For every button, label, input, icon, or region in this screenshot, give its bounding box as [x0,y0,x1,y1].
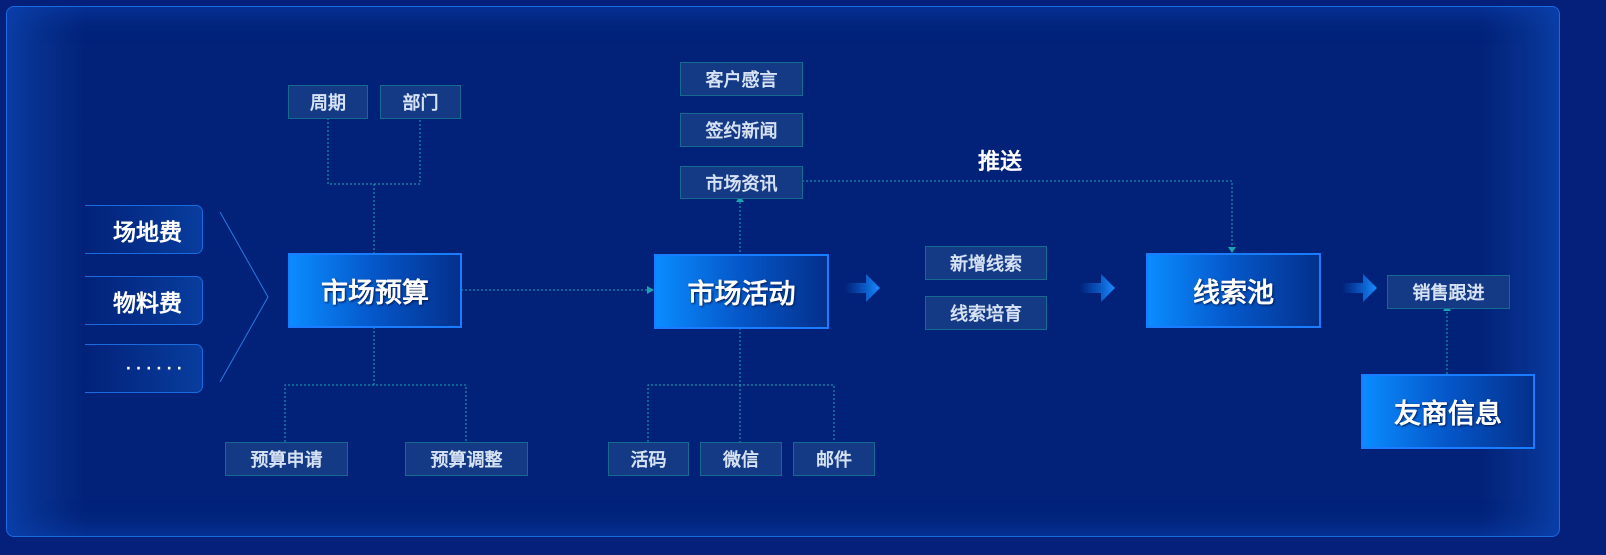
node-department: 部门 [380,85,461,119]
arrow-icon [1342,274,1377,302]
node-wechat: 微信 [700,442,782,476]
push-label: 推送 [978,150,1023,175]
node-market-news: 市场资讯 [680,166,803,199]
connector-activity-bottom [647,384,835,442]
node-new-leads: 新增线索 [925,246,1047,280]
node-market-activity: 市场活动 [654,254,829,329]
node-signing-news: 签约新闻 [680,113,803,147]
node-budget-adjust: 预算调整 [405,442,528,476]
node-email: 邮件 [793,442,875,476]
node-lead-pool: 线索池 [1146,253,1321,328]
node-testimonials: 客户感言 [680,62,803,96]
cost-more: · · · · · · [85,344,203,393]
cost-venue: 场地费 [85,205,203,254]
connector-push [802,180,1233,249]
arrow-icon [845,274,880,302]
chevron [219,211,269,383]
node-market-budget: 市场预算 [288,253,462,328]
node-live-code: 活码 [608,442,689,476]
node-partner-info: 友商信息 [1361,374,1535,449]
cost-materials: 物料费 [85,276,203,325]
node-period: 周期 [288,85,368,119]
node-budget-request: 预算申请 [225,442,348,476]
node-sales-follow-up: 销售跟进 [1387,275,1510,309]
connector-budget-top [327,118,421,185]
connector-budget-bottom [284,384,467,442]
node-lead-nurturing: 线索培育 [925,296,1047,330]
arrow-icon [1080,274,1115,302]
